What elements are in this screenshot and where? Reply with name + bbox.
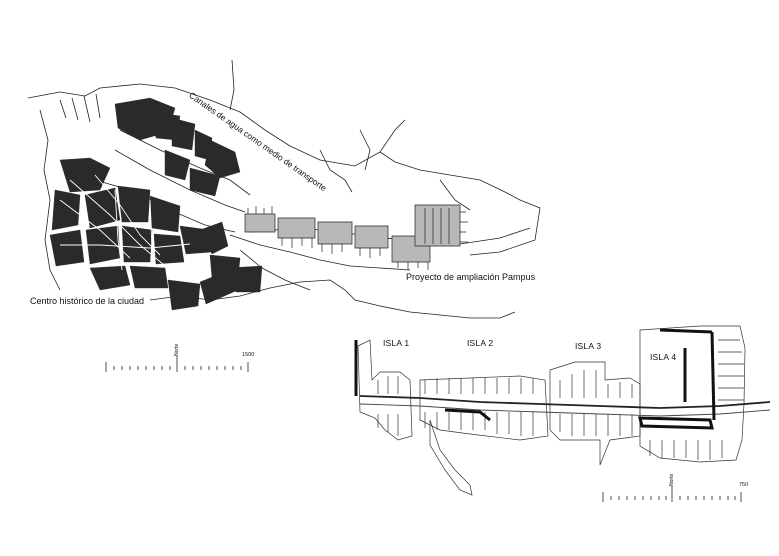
island [354, 225, 389, 249]
island-1-fingers [377, 376, 399, 436]
block [117, 185, 151, 223]
island [414, 204, 461, 247]
block [164, 149, 191, 181]
island-4-outline [639, 325, 746, 463]
channel-d [229, 234, 411, 271]
block [89, 265, 131, 291]
inlet-4 [439, 179, 471, 211]
inlet-1 [229, 59, 235, 111]
isla-2-label: ISLA 2 [467, 338, 494, 348]
upper-scale-north-label: Norte [174, 343, 180, 356]
lower-map-outlines [357, 325, 746, 496]
block [129, 265, 169, 289]
block [171, 117, 196, 151]
heavy-edge-isla-4-east [710, 331, 716, 421]
pampus-expansion [244, 204, 461, 263]
lower-map-secondary-road [359, 403, 771, 417]
block [189, 167, 221, 197]
historic-center-streets [59, 174, 191, 271]
lower-scale-north-label: Norte [669, 473, 675, 486]
shoreline-north [27, 83, 406, 167]
isla-4-label: ISLA 4 [650, 352, 677, 362]
lower-map-main-road [359, 395, 771, 409]
block [149, 195, 181, 233]
isla-1-label: ISLA 1 [383, 338, 410, 348]
block [204, 139, 241, 179]
channel-e [239, 249, 311, 291]
harbour-piers [59, 93, 101, 123]
sand-spit [429, 419, 473, 496]
island-1-outline [357, 339, 413, 441]
block [51, 189, 81, 231]
channel-a [119, 129, 251, 196]
block [209, 254, 241, 281]
block [49, 229, 85, 267]
upper-scale-bar [105, 356, 249, 372]
inlet-3 [359, 129, 371, 171]
island [317, 221, 353, 245]
block [59, 157, 111, 193]
lower-scale-max: 750 [739, 482, 749, 488]
heavy-block-isla-4 [638, 416, 714, 430]
island [277, 217, 316, 239]
isla-3-label: ISLA 3 [575, 341, 602, 351]
lower-map-heavy-lines [354, 328, 716, 430]
historic-center-blocks [49, 97, 263, 311]
island-fingers [424, 378, 534, 436]
island-4-fingers [649, 339, 744, 460]
lower-scale-bar [602, 486, 742, 502]
shoreline-east [379, 151, 541, 256]
heavy-connector [444, 408, 491, 422]
block [167, 279, 201, 311]
pampus-label: Proyecto de ampliación Pampus [406, 272, 536, 282]
shoreline-south [149, 279, 516, 319]
island-3-fingers [559, 370, 633, 436]
heavy-edge-isla-4-north [659, 328, 713, 334]
inlet-2 [319, 149, 353, 193]
block [199, 221, 229, 255]
island-2-outline [419, 375, 549, 441]
upper-scale-max: 1500 [242, 352, 255, 358]
pampus-teeth [247, 206, 468, 270]
island [244, 213, 276, 233]
historic-center-label: Centro histórico de la ciudad [30, 296, 145, 306]
coast-left [39, 109, 61, 291]
block [153, 233, 185, 265]
